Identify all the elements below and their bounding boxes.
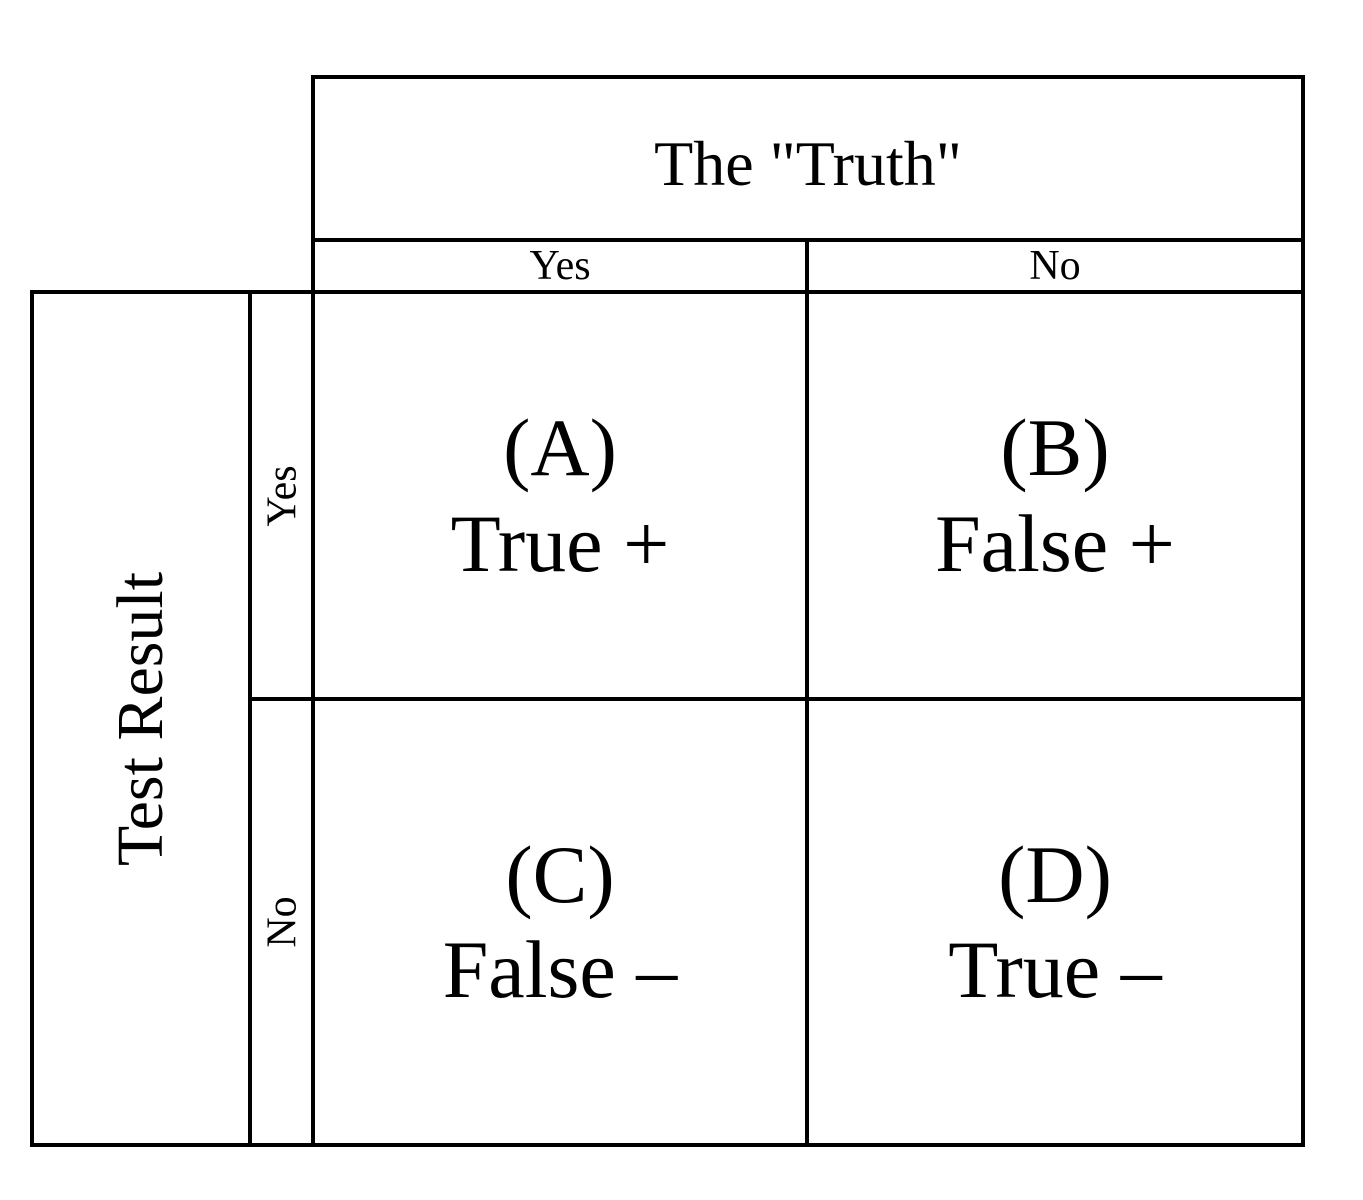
- cell-false-negative: (C) False –: [315, 701, 809, 1143]
- row-header-no: No: [252, 701, 313, 1143]
- cell-false-positive-id: (B): [1000, 402, 1110, 494]
- row-header-no-label: No: [259, 896, 306, 948]
- column-header-yes-label: Yes: [529, 243, 591, 289]
- column-dimension-header: The "Truth": [311, 75, 1305, 242]
- column-header-no-label: No: [1029, 243, 1081, 289]
- column-dimension-title: The "Truth": [654, 127, 962, 199]
- row-dimension-title: Test Result: [104, 571, 178, 866]
- cell-true-negative-id: (D): [998, 828, 1112, 920]
- cell-false-negative-id: (C): [505, 828, 615, 920]
- column-headers-row: Yes No: [311, 242, 1305, 294]
- cell-false-negative-value: False –: [442, 924, 678, 1015]
- cell-true-positive-id: (A): [503, 402, 617, 494]
- cell-true-positive-value: True +: [450, 497, 670, 589]
- row-dimension-panel: Test Result Yes No: [30, 290, 315, 1147]
- cell-false-positive: (B) False +: [809, 294, 1301, 701]
- cell-true-negative: (D) True –: [809, 701, 1301, 1143]
- cell-true-negative-value: True –: [948, 924, 1162, 1015]
- row-header-yes-label: Yes: [259, 464, 306, 527]
- row-dimension-title-cell: Test Result: [34, 294, 252, 1143]
- row-headers-column: Yes No: [252, 294, 314, 1143]
- column-header-no: No: [809, 242, 1301, 290]
- cell-true-positive: (A) True +: [315, 294, 809, 701]
- cell-false-positive-value: False +: [935, 497, 1175, 589]
- row-header-yes: Yes: [252, 294, 314, 701]
- column-header-yes: Yes: [315, 242, 809, 290]
- matrix-grid: (A) True + (B) False + (C) False – (D) T…: [315, 294, 1305, 1147]
